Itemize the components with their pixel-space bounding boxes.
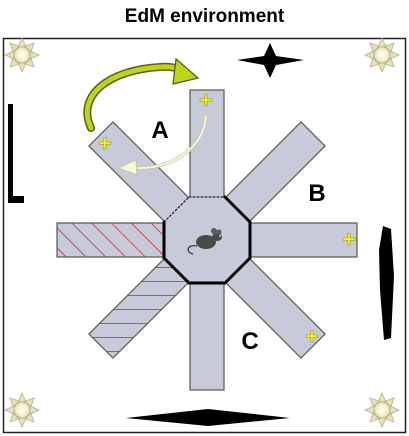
reward-marker: + — [97, 132, 113, 154]
sun-icon — [364, 392, 400, 428]
zone-label-a: A — [151, 117, 168, 144]
reward-marker: + — [341, 228, 357, 250]
arm-door — [223, 195, 252, 224]
l-shape-cue-icon — [8, 104, 24, 203]
reward-marker: + — [304, 325, 320, 347]
radial-maze — [56, 89, 358, 391]
bar-cue-icon — [379, 226, 394, 340]
diagram-title: EdM environment — [124, 6, 285, 27]
zone-label-b: B — [308, 180, 325, 207]
arm-door — [223, 256, 252, 285]
mouse-icon — [187, 228, 222, 255]
sun-icon — [364, 37, 400, 73]
diamond-cue-icon — [126, 409, 290, 426]
curved-arrow-return-icon — [116, 114, 208, 176]
curved-arrow-forward-icon — [83, 57, 200, 132]
zone-label-c: C — [241, 328, 258, 355]
open-entry — [163, 196, 190, 223]
sun-icon — [4, 392, 40, 428]
sun-icon — [4, 37, 40, 73]
star-cue-icon — [237, 43, 304, 78]
reward-marker: + — [198, 89, 214, 111]
arm-door — [162, 256, 191, 285]
